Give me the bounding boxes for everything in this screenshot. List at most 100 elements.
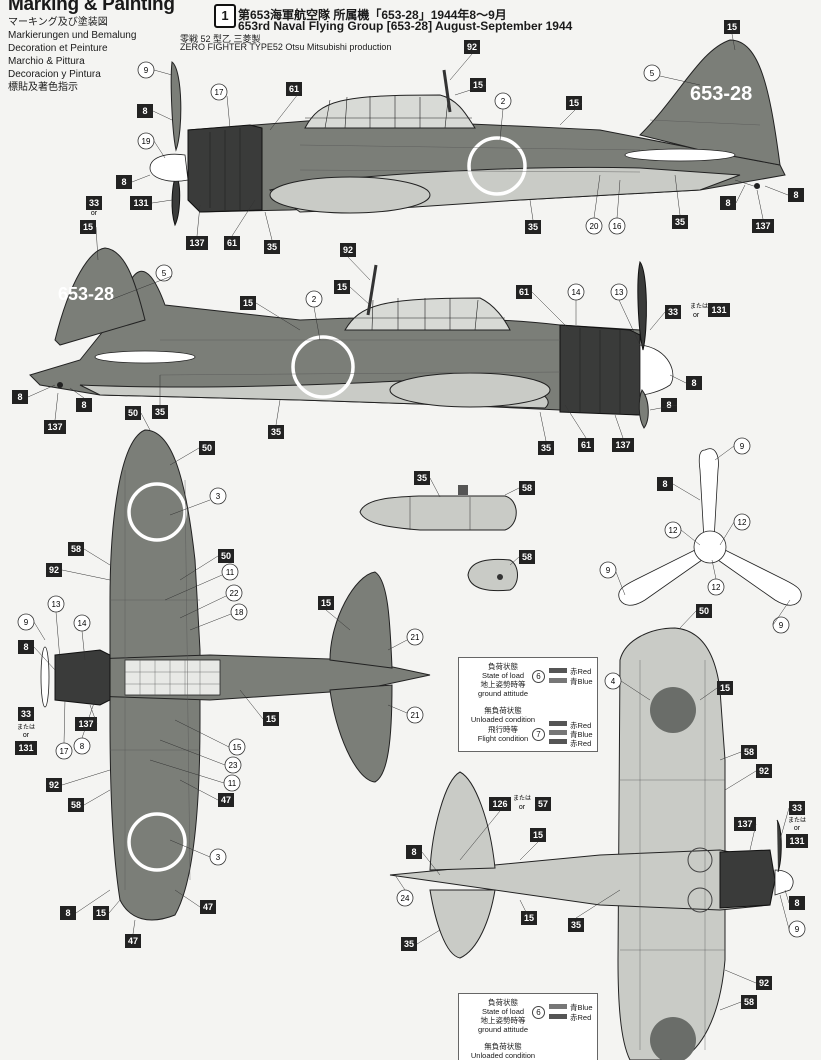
callout-8: 8 [142,106,147,116]
loaded-jp: 負荷状態 [488,662,518,671]
callout-9: 9 [606,566,611,575]
hinomaru [291,335,355,399]
panel-lines [110,470,200,890]
or-label-jp: または [513,795,531,802]
callout-7: 7 [532,728,545,741]
unloaded-jp: 無負荷状態 [484,706,522,715]
square-callouts: 8 8 33 or 131 137 61 35 61 92 15 15 15 3… [12,20,808,1009]
callout-137: 137 [47,422,62,432]
callout-15: 15 [266,714,276,724]
canopy-frames [348,298,505,331]
callout-15: 15 [533,830,543,840]
page-title: Marking & Painting [8,0,175,15]
callout-23: 23 [229,761,238,770]
flight-en: Flight condition [477,734,529,743]
load-indicator-legend: 負荷状態 State of load 地上姿勢時等 ground attitud… [458,993,598,1060]
horizontal-stabilizer [94,350,196,364]
callout-12: 12 [712,583,721,592]
callout-50: 50 [699,606,709,616]
callout-131: 131 [789,836,804,846]
drop-tank-detail [359,485,518,592]
callout-33: 33 [21,709,31,719]
callout-131: 131 [18,743,33,753]
callout-8: 8 [23,642,28,652]
hinomaru [650,1017,696,1060]
callout-35: 35 [571,920,581,930]
callout-50: 50 [128,408,138,418]
callout-13: 13 [52,600,61,609]
tailwheel [57,382,63,388]
lang-label: Markierungen und Bemalung [8,30,137,41]
callout-5: 5 [162,269,167,278]
tail-code: 653-28 [58,284,114,304]
or-label-jp: または [788,817,806,824]
blue-label: 青Blue [570,730,593,739]
callout-137: 137 [189,238,204,248]
callout-15: 15 [96,908,106,918]
aircraft-type-jp: 零戦 52 型乙 三菱製 [180,34,261,44]
callout-8: 8 [666,400,671,410]
callout-33: 33 [668,307,678,317]
side-view-left: 653-28 [149,39,786,227]
callout-47: 47 [203,902,213,912]
callout-20: 20 [590,222,599,231]
drop-tank-sway-brace [458,485,468,495]
propeller-blade [618,549,703,606]
callout-3: 3 [216,853,221,862]
engine-cowling [54,649,111,706]
callout-15: 15 [321,598,331,608]
callout-58: 58 [744,747,754,757]
callout-17: 17 [60,747,69,756]
circle-callouts: 9 17 19 2 5 20 16 5 2 14 13 3 11 22 18 2… [17,61,806,938]
callout-8: 8 [691,378,696,388]
callout-9: 9 [144,66,149,75]
callout-8: 8 [81,400,86,410]
hinomaru [127,812,187,872]
or-label: or [693,312,700,319]
callout-19: 19 [142,137,151,146]
loaded-en: State of load [481,671,525,680]
cowling-lines [209,128,241,210]
canopy-frames [125,660,220,695]
callout-21: 21 [411,633,420,642]
callout-35: 35 [155,407,165,417]
callout-35: 35 [271,427,281,437]
drop-tank-panel [409,497,471,530]
main-wing [617,627,726,1060]
callout-35: 35 [417,473,427,483]
drop-tank [359,495,517,531]
propeller-blade [776,819,782,873]
blue-label: 青Blue [570,1003,593,1012]
canopy [124,659,221,696]
or-label: or [519,804,526,811]
ground-jp: 地上姿勢時等 [480,1016,526,1025]
color-swatch-blue [549,730,567,735]
flight-jp: 飛行時等 [488,725,518,734]
callout-92: 92 [343,245,353,255]
antenna-mast [366,264,378,316]
callout-5: 5 [650,69,655,78]
ground-jp: 地上姿勢時等 [480,680,526,689]
callout-4: 4 [611,677,616,686]
callout-92: 92 [49,565,59,575]
propeller-blade [638,389,649,429]
callout-2: 2 [312,295,317,304]
color-swatch-blue [549,678,567,683]
lang-label: Marchio & Pittura [8,56,85,67]
hinomaru [467,136,527,196]
callout-137: 137 [737,819,752,829]
callout-22: 22 [230,589,239,598]
callout-47: 47 [221,795,231,805]
tail-code: 653-28 [690,83,752,105]
header: Marking & Painting マーキング及び塗装図 Markierung… [8,0,175,94]
callout-6: 6 [532,670,545,683]
callout-13: 13 [615,288,624,297]
red-label: 赤Red [570,721,592,730]
propeller-detail [618,448,802,606]
ground-en: ground attitude [477,1025,529,1034]
red-label: 赤Red [570,667,592,676]
hinomaru [650,687,696,733]
callout-8: 8 [17,392,22,402]
unloaded-en: Unloaded condition [470,1051,536,1060]
